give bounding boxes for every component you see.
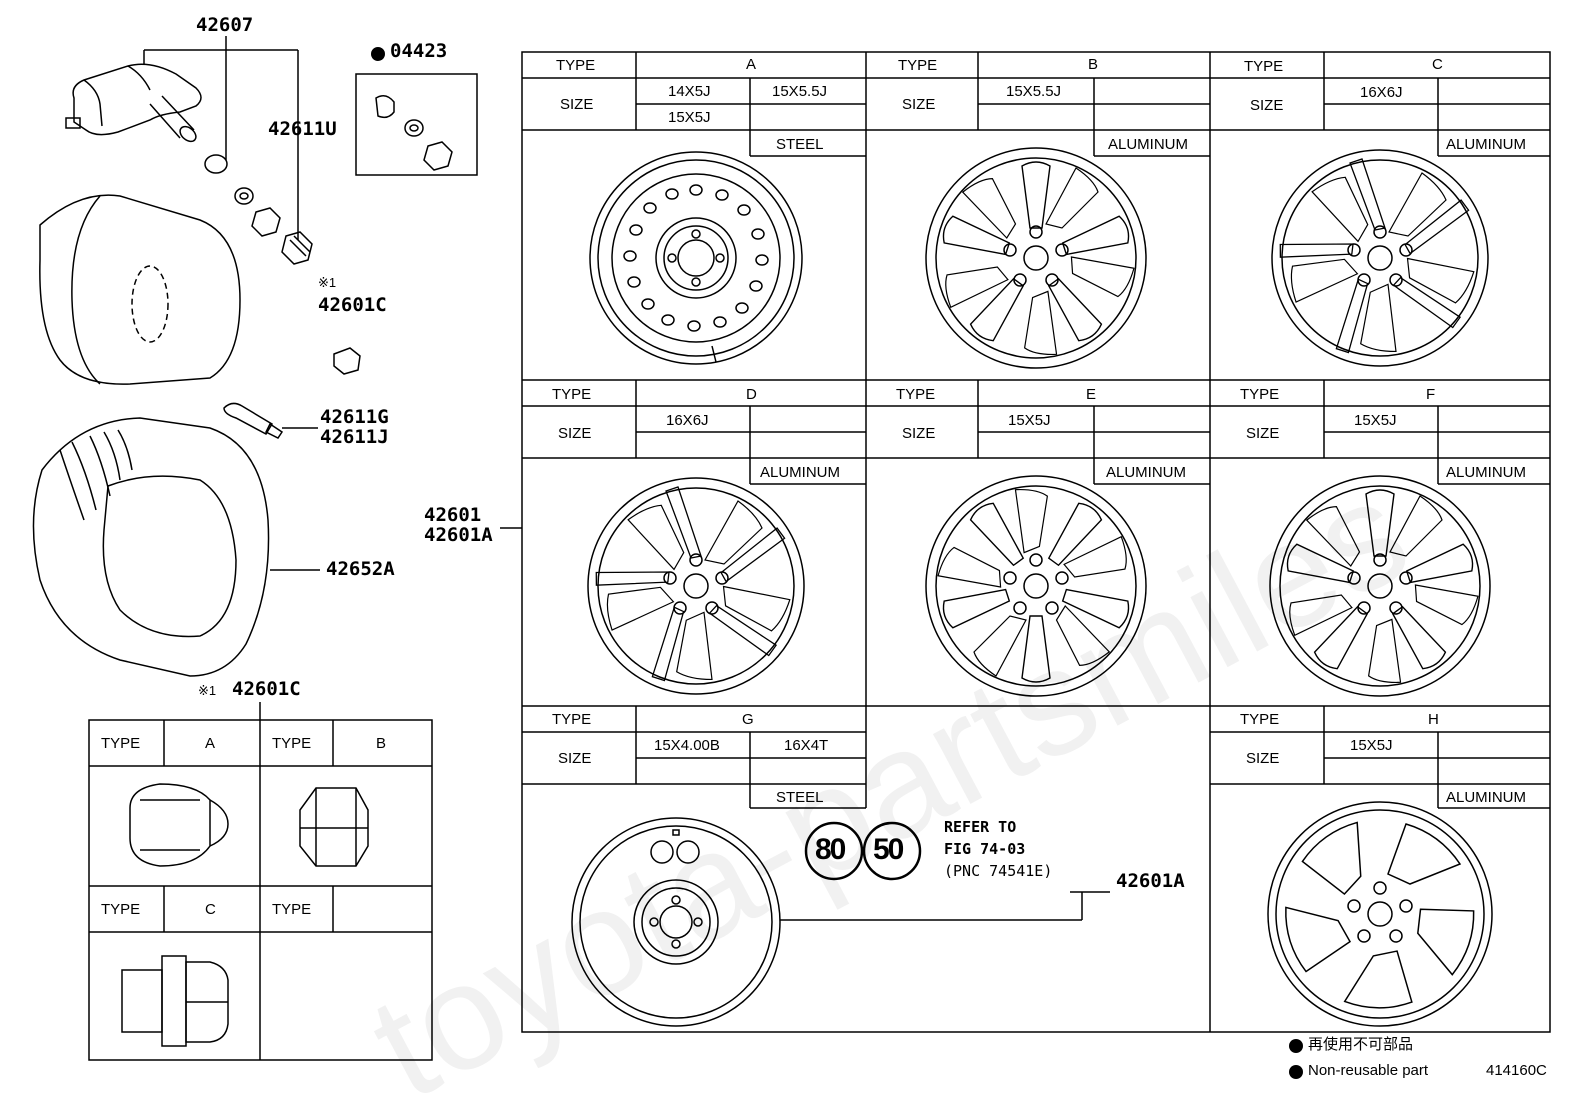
wheel-h-drawing	[1261, 801, 1493, 1035]
wheel-b-drawing	[925, 147, 1148, 373]
part-42611G[interactable]: 42611G	[320, 406, 389, 428]
part-42601A-main[interactable]: 42601A	[424, 524, 493, 546]
part-42601[interactable]: 42601	[424, 504, 482, 526]
wheel-d-size-1: 16X6J	[666, 412, 709, 429]
wheel-c-drawing	[1267, 149, 1496, 378]
legend-non-reusable-en: Non-reusable part	[1308, 1062, 1429, 1079]
wheel-f-material: ALUMINUM	[1446, 464, 1527, 481]
wheel-b-material: ALUMINUM	[1108, 136, 1189, 153]
wheel-a-type: A	[746, 56, 757, 73]
wheel-b-type: B	[1088, 56, 1099, 73]
part-42652A[interactable]: 42652A	[326, 558, 395, 580]
nut-type-c: C	[205, 901, 216, 918]
wheel-g-size-label: SIZE	[558, 750, 592, 767]
wheel-e-drawing	[924, 471, 1147, 697]
wheel-f-drawing	[1269, 475, 1492, 701]
wheel-d-drawing	[583, 477, 812, 706]
wheel-a-drawing	[589, 151, 803, 365]
wheel-c-size-label: SIZE	[1250, 97, 1284, 114]
wheel-h-size-1: 15X5J	[1350, 737, 1393, 754]
wheel-h-type-label: TYPE	[1240, 711, 1280, 728]
wheel-c-type-label: TYPE	[1244, 58, 1284, 75]
wheel-f-size-label: SIZE	[1246, 425, 1280, 442]
wheel-d-size-label: SIZE	[558, 425, 592, 442]
figure-id: 414160C	[1486, 1062, 1547, 1079]
reference-line-1: REFER TO	[944, 818, 1017, 836]
part-42601C-top[interactable]: 42601C	[318, 294, 387, 316]
part-04423[interactable]: 04423	[390, 40, 448, 62]
wheel-c-type: C	[1432, 56, 1443, 73]
part-42607[interactable]: 42607	[196, 14, 254, 36]
reference-badge-80[interactable]: 80	[815, 833, 846, 866]
nut-type-label-b: TYPE	[272, 735, 312, 752]
wheel-b-size-label: SIZE	[902, 96, 936, 113]
wheel-f-type: F	[1426, 386, 1436, 403]
wheel-a-size-3: 15X5J	[668, 109, 711, 126]
note-mark-1: ※1	[318, 275, 337, 290]
nut-type-label-d: TYPE	[272, 901, 312, 918]
wheel-h-material: ALUMINUM	[1446, 789, 1527, 806]
wheel-e-type: E	[1086, 386, 1097, 403]
wheel-g-type: G	[742, 711, 754, 728]
reference-badges	[804, 821, 922, 881]
wheel-b-size-1: 15X5.5J	[1006, 83, 1062, 100]
part-42611U[interactable]: 42611U	[268, 118, 337, 140]
wheel-g-material: STEEL	[776, 789, 824, 806]
wheel-f-type-label: TYPE	[1240, 386, 1280, 403]
wheel-h-type: H	[1428, 711, 1439, 728]
nut-type-label-a: TYPE	[101, 735, 141, 752]
nut-type-b: B	[376, 735, 387, 752]
wheel-b-type-label: TYPE	[898, 57, 938, 74]
wheel-a-size-2: 15X5.5J	[772, 83, 828, 100]
reference-badge-50[interactable]: 50	[873, 833, 904, 866]
wheel-d-type: D	[746, 386, 757, 403]
wheel-f-size-1: 15X5J	[1354, 412, 1397, 429]
part-42601C-nut[interactable]: 42601C	[232, 678, 301, 700]
wheel-a-size-label: SIZE	[560, 96, 594, 113]
wheel-h-size-label: SIZE	[1246, 750, 1280, 767]
wheel-e-size-1: 15X5J	[1008, 412, 1051, 429]
wheel-e-size-label: SIZE	[902, 425, 936, 442]
wheel-d-material: ALUMINUM	[760, 464, 841, 481]
reference-line-2[interactable]: FIG 74-03	[944, 840, 1026, 858]
wheel-a-size-1: 14X5J	[668, 83, 711, 100]
wheel-c-material: ALUMINUM	[1446, 136, 1527, 153]
wheel-a-material: STEEL	[776, 136, 824, 153]
wheel-c-size-1: 16X6J	[1360, 84, 1403, 101]
part-42611J[interactable]: 42611J	[320, 426, 389, 448]
wheel-g-size-2: 16X4T	[784, 737, 829, 754]
part-42601A-ref[interactable]: 42601A	[1116, 870, 1185, 892]
wheel-e-type-label: TYPE	[896, 386, 936, 403]
note-mark-1-nut: ※1	[198, 683, 217, 698]
nut-type-label-c: TYPE	[101, 901, 141, 918]
wheel-e-material: ALUMINUM	[1106, 464, 1187, 481]
wheel-d-type-label: TYPE	[552, 386, 592, 403]
watermark-text: toyota-partsmiles	[345, 446, 1432, 1099]
legend-non-reusable-jp: 再使用不可部品	[1308, 1036, 1414, 1053]
reference-line-3: (PNC 74541E)	[944, 862, 1053, 880]
wheel-a-type-label: TYPE	[556, 57, 596, 74]
wheel-g-size-1: 15X4.00B	[654, 737, 720, 754]
nut-type-a: A	[205, 735, 216, 752]
wheel-g-type-label: TYPE	[552, 711, 592, 728]
wheel-g-drawing	[571, 817, 1110, 1027]
